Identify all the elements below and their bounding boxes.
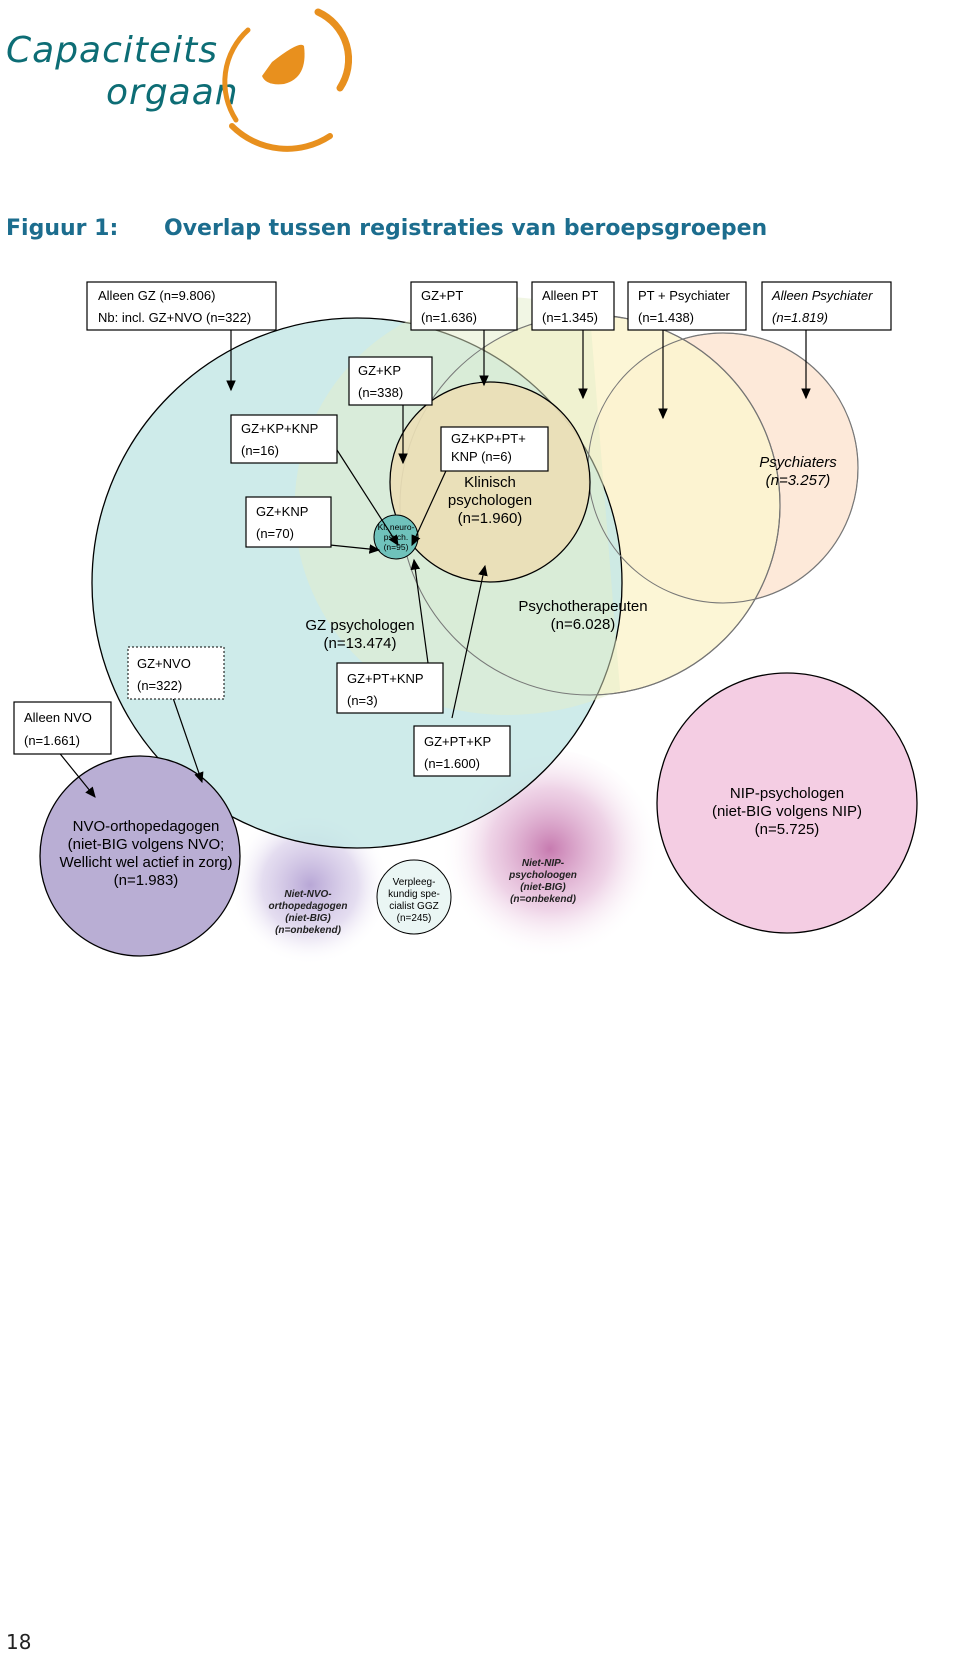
box-gz-kp-knp-line2: (n=16) [241,443,279,458]
klinisch-label-1: Klinisch [464,474,516,491]
box-gz-pt: GZ+PT (n=1.636) [410,281,518,331]
arrows [56,330,811,798]
kl-neuro-label-1: Kl. neuro- [378,522,415,532]
box-gz-kp-knp: GZ+KP+KNP (n=16) [230,414,338,464]
box-pt-psychiater-line1: PT + Psychiater [638,288,731,303]
box-alleen-psychiater: Alleen Psychiater (n=1.819) [761,281,892,331]
klinisch-label-2: psychologen [448,492,532,509]
gz-psychologen-label-2: (n=13.474) [324,635,397,652]
box-pt-psychiater-line2: (n=1.438) [638,310,694,325]
nip-label-2: (niet-BIG volgens NIP) [712,803,862,820]
verpleegkundig-circle [376,859,452,935]
box-alleen-gz: Alleen GZ (n=9.806) Nb: incl. GZ+NVO (n=… [86,281,277,331]
psychotherapeuten-label-2: (n=6.028) [551,616,616,633]
figure-label: Figuur 1: [6,216,119,241]
box-gz-pt-kp-line2: (n=1.600) [424,756,480,771]
nvo-label-1: NVO-orthopedagogen [73,818,220,835]
psychiaters-label-1: Psychiaters [759,454,837,471]
box-gz-pt-knp-line1: GZ+PT+KNP [347,671,424,686]
page-number: 18 [6,1630,32,1654]
box-gz-kp-line2: (n=338) [358,385,403,400]
nvo-label-4: (n=1.983) [114,872,179,889]
klinisch-label-3: (n=1.960) [458,510,523,527]
box-gz-nvo: GZ+NVO (n=322) [127,646,225,700]
box-gz-pt-line1: GZ+PT [421,288,463,303]
box-alleen-nvo-line1: Alleen NVO [24,710,92,725]
box-gz-kp-pt-knp: GZ+KP+PT+ KNP (n=6) [440,426,549,472]
box-pt-psychiater: PT + Psychiater (n=1.438) [627,281,747,331]
nip-psychologen-circle [656,672,918,934]
brand-line-1: Capaciteits [6,30,219,71]
box-alleen-pt-line1: Alleen PT [542,288,598,303]
nvo-label-3: Wellicht wel actief in zorg) [59,854,232,871]
box-gz-nvo-line1: GZ+NVO [137,656,191,671]
kl-neuro-label-2: psych. [384,532,409,542]
kl-neuro-label-3: (n=95) [384,542,409,552]
nvo-orthopedagogen-circle [39,755,241,957]
niet-nvo-label-4: (n=onbekend) [275,925,342,936]
box-gz-kp: GZ+KP (n=338) [348,356,433,406]
niet-nvo-label-3: (niet-BIG) [285,913,331,924]
verpleeg-label-2: kundig spe- [388,889,440,900]
nvo-label-2: (niet-BIG volgens NVO; [68,836,225,853]
box-alleen-psychiater-line1: Alleen Psychiater [771,288,873,303]
niet-nvo-label-2: orthopedagogen [269,901,348,912]
box-gz-pt-line2: (n=1.636) [421,310,477,325]
psychotherapeuten-label-1: Psychotherapeuten [518,598,647,615]
niet-nvo-label-1: Niet-NVO- [284,889,332,900]
logo-mark [222,8,353,152]
niet-nip-label-1: Niet-NIP- [522,858,565,869]
niet-nip-label-4: (n=onbekend) [510,894,577,905]
box-alleen-psychiater-line2: (n=1.819) [772,310,828,325]
figure-title: Overlap tussen registraties van beroepsg… [164,216,768,241]
box-gz-knp-line1: GZ+KNP [256,504,308,519]
box-gz-pt-knp: GZ+PT+KNP (n=3) [336,662,444,714]
box-alleen-nvo: Alleen NVO (n=1.661) [13,701,112,755]
box-gz-knp-line2: (n=70) [256,526,294,541]
box-alleen-gz-line1: Alleen GZ (n=9.806) [98,288,215,303]
psychiaters-label-2: (n=3.257) [766,472,831,489]
box-gz-pt-kp-line1: GZ+PT+KP [424,734,491,749]
box-alleen-nvo-line2: (n=1.661) [24,733,80,748]
box-gz-pt-kp: GZ+PT+KP (n=1.600) [413,725,511,777]
brand-logo-text: Capaciteits orgaan [6,30,239,114]
nip-label-3: (n=5.725) [755,821,820,838]
niet-nip-label-3: (niet-BIG) [520,882,566,893]
box-alleen-pt: Alleen PT (n=1.345) [531,281,615,331]
box-alleen-gz-line2: Nb: incl. GZ+NVO (n=322) [98,310,251,325]
verpleeg-label-3: cialist GGZ [389,901,438,912]
niet-nip-label-2: psycholoogen [508,870,577,881]
nip-label-1: NIP-psychologen [730,785,844,802]
box-gz-kp-knp-line1: GZ+KP+KNP [241,421,318,436]
box-gz-nvo-line2: (n=322) [137,678,182,693]
box-gz-kp-pt-knp-line1: GZ+KP+PT+ [451,431,526,446]
box-gz-kp-pt-knp-line2: KNP (n=6) [451,449,512,464]
box-gz-kp-line1: GZ+KP [358,363,401,378]
verpleeg-label-1: Verpleeg- [393,877,436,888]
brand-line-2: orgaan [106,72,239,113]
gz-psychologen-label-1: GZ psychologen [305,617,414,634]
verpleeg-label-4: (n=245) [397,913,432,924]
box-gz-knp: GZ+KNP (n=70) [245,496,332,548]
box-gz-pt-knp-line2: (n=3) [347,693,378,708]
box-alleen-pt-line2: (n=1.345) [542,310,598,325]
